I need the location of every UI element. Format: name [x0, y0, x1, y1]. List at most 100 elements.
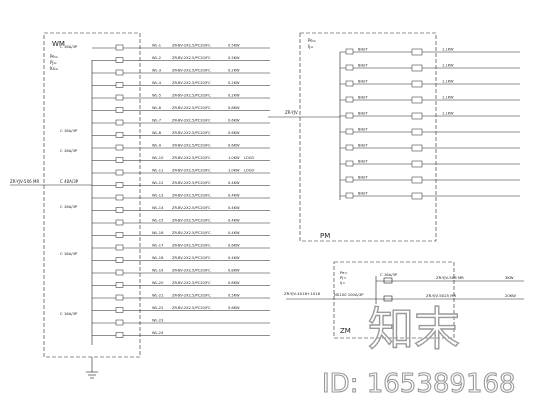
contactor-icon: [411, 192, 423, 200]
circuit-cable: ZR-BV-2X2.5/PC20/FC: [172, 231, 211, 235]
circuit-id: WL-18: [152, 256, 164, 260]
circuit-id: WL-10: [152, 156, 164, 160]
circuit-power: 1.1KW: [442, 80, 454, 84]
breaker-icon: [115, 332, 124, 338]
zm-out-breaker: C 16A/3P: [380, 272, 398, 277]
watermark-id: ID: 165389168: [322, 369, 516, 399]
circuit-cable: ZR-BV-2X2.5/PC20/FC: [172, 194, 211, 198]
wm-group-breaker-1: C 16A/3P: [60, 44, 78, 49]
breaker-icon: [115, 319, 124, 326]
contactor-icon: [411, 144, 423, 152]
pm-feed-cable: ZR-YJV: [285, 110, 298, 115]
contactor-icon: [411, 112, 423, 120]
zm-circuit-1-power: 3KW: [505, 275, 514, 280]
circuit-id: WL-23: [152, 319, 163, 323]
circuit-power: 1.0KW: [228, 156, 240, 160]
circuit-id: WL-12: [152, 181, 163, 185]
breaker-icon: [115, 169, 124, 176]
zm-circuit-1-cable: ZR-YJV-5X6 MR: [436, 275, 464, 280]
wm-incoming-cable: ZR-YJV-5X6 MR: [10, 179, 39, 184]
circuit-cable: ZR-BV-2X2.5/PC20/FC: [172, 94, 211, 98]
breaker-icon: [115, 44, 124, 51]
wm-circuit-row: WL-23: [92, 319, 270, 326]
pm-circuit-row: BHST: [340, 128, 520, 136]
breaker-icon: [115, 207, 124, 213]
circuit-cable: ZR-BV-2X2.5/PC20/FC: [172, 169, 211, 173]
circuit-power: 0.6KW: [228, 306, 240, 310]
circuit-power: 0.2KW: [228, 81, 240, 85]
circuit-cable: ZR-BV-2X2.5/PC20/FC: [172, 206, 211, 210]
circuit-id: WL-19: [152, 269, 164, 273]
circuit-cable: ZR-BV-2X2.5/PC20/FC: [172, 281, 211, 285]
contactor-icon: [411, 96, 423, 104]
breaker-icon: [115, 94, 124, 101]
breaker-icon: [115, 307, 124, 313]
circuit-cable: ZR-BV-2X2.5/PC20/FC: [172, 106, 211, 110]
circuit-id: WL-14: [152, 206, 164, 210]
wm-circuit-row: WL-4 ZR-BV-2X2.5/PC20/FC 0.2KW: [92, 81, 270, 88]
breaker-icon: [115, 282, 124, 288]
pm-circuit-row: BHST: [340, 160, 520, 168]
circuit-id: WL-21: [152, 294, 163, 298]
panel-pm-spec-1: Pe=: [308, 38, 316, 43]
circuit-cable: ZR-BV-2X2.5/PC20/FC: [172, 81, 211, 85]
wm-group-breaker-3: C 16A/3P: [60, 148, 78, 153]
wm-group-breaker-5: C 16A/3P: [60, 251, 78, 256]
circuit-power: 0.4KW: [228, 231, 240, 235]
watermark-logo: 知末: [368, 302, 460, 356]
pm-circuit-row: BHST: [340, 192, 520, 200]
panel-zm: [286, 261, 524, 339]
circuit-power: 0.6KW: [228, 119, 240, 123]
circuit-id: WL-4: [152, 81, 162, 85]
circuit-cable: ZR-BV-2X2.5/PC20/FC: [172, 256, 211, 260]
circuit-power: 0.5KW: [228, 294, 240, 298]
circuit-cable: ZR-BV-2X2.5/PC20/FC: [172, 306, 211, 310]
panel-pm-frame: [299, 32, 437, 242]
circuit-id: WL-5: [152, 94, 161, 98]
contactor-icon: [411, 80, 423, 88]
circuit-breaker: BHST: [358, 144, 368, 148]
breaker-icon: [345, 160, 354, 167]
breaker-icon: [115, 82, 124, 88]
circuit-breaker: BHST: [358, 112, 368, 116]
wm-group-breaker-6: C 16A/3P: [60, 311, 78, 316]
circuit-id: WL-13: [152, 194, 163, 198]
circuit-id: WL-8: [152, 131, 162, 135]
panel-pm-name: PM: [320, 232, 330, 240]
circuit-load: LOGO: [244, 169, 254, 173]
circuit-breaker: BHST: [358, 80, 368, 84]
zm-circuit-2-power: 20KW: [505, 293, 516, 298]
circuit-cable: ZR-BV-2X2.5/PC20/FC: [172, 244, 211, 248]
circuit-power: 0.8KW: [228, 281, 240, 285]
watermark: 知末 ID: 165389168: [321, 301, 516, 399]
panel-zm-spec-3: Ij=: [340, 280, 345, 285]
circuit-id: WL-20: [152, 281, 164, 285]
circuit-breaker: BHST: [358, 48, 368, 52]
zm-circuit-2-cable: ZR-YJV-5X25 MR: [426, 293, 457, 298]
circuit-id: WL-1: [152, 44, 161, 48]
circuit-id: WL-7: [152, 119, 161, 123]
circuit-power: 0.6KW: [228, 244, 240, 248]
circuit-power: 0.8KW: [228, 269, 240, 273]
circuit-power: 1.0KW: [228, 169, 240, 173]
pm-circuit-row: BHST 1.1KW: [340, 80, 520, 88]
breaker-icon: [115, 219, 124, 226]
panel-wm-spec-2: Pj=: [50, 60, 57, 65]
wm-circuit-row: WL-20 ZR-BV-2X2.5/PC20/FC 0.8KW: [92, 281, 270, 288]
circuit-power: 0.6KW: [228, 144, 240, 148]
